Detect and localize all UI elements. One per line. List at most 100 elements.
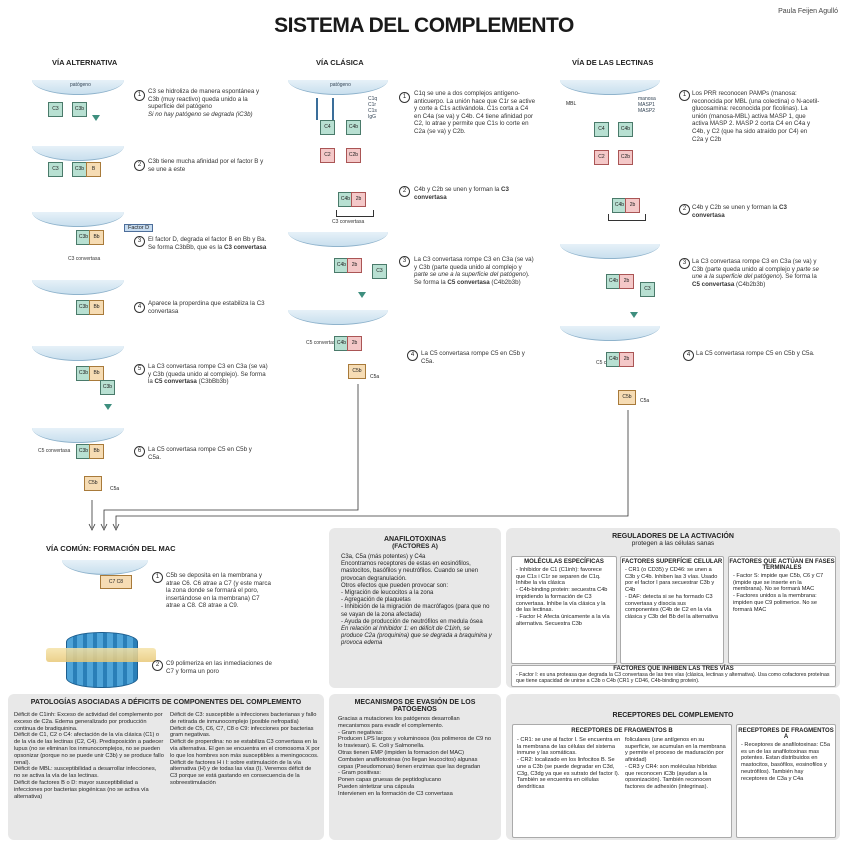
patologias-right: Déficit de C3: susceptible a infecciones… <box>170 712 320 786</box>
alt-c5-complex-c3b: C3b <box>76 444 91 459</box>
alt-membrane-1 <box>32 80 124 95</box>
cla-c2b-molecule: C2b <box>346 148 361 163</box>
cla-heading: VÍA CLÁSICA <box>316 58 364 67</box>
cla-membrane-3 <box>288 310 388 325</box>
cla-step-4-number: 4 <box>407 350 418 361</box>
alt-membrane-2 <box>32 146 124 161</box>
lec-c5b-molecule: C5b <box>618 390 636 405</box>
cla-step-1-text: C1q se une a dos complejos antígeno-anti… <box>414 90 536 135</box>
lec-s3-c2b: 2b <box>619 274 634 289</box>
cla-s3-c3: C3 <box>372 264 387 279</box>
cla-c3-convertasa-bracket <box>336 210 374 217</box>
alt-step-1-text: C3 se hidroliza de manera espontánea y C… <box>148 88 260 118</box>
cla-step-4-text: La C5 convertasa rompe C5 en C5b y C5a. <box>421 350 525 365</box>
lec-legend-masp2: MASP2 <box>638 108 655 114</box>
lec-step-4-text: La C5 convertasa rompe C5 en C5b y C5a. <box>696 350 815 357</box>
cla-step-3-text: La C3 convertasa rompe C3 en C3a (se va)… <box>414 256 534 286</box>
cla-legend-c1q: C1q <box>368 96 378 102</box>
alt-factor-d: Factor D <box>124 224 154 232</box>
receptores-b-left: - CR1: se une al factor I. Se encuentra … <box>517 737 621 790</box>
alt-membrane-6 <box>32 428 124 443</box>
lec-step-3-number: 3 <box>679 258 690 269</box>
lec-c2-molecule: C2 <box>594 150 609 165</box>
mac-heading: VÍA COMÚN: FORMACIÓN DEL MAC <box>46 544 176 553</box>
lec-c5a-label: C5a <box>640 398 650 404</box>
mac-step-2-number: 2 <box>152 660 163 671</box>
cla-c5-convertasa-label: C5 convertasa <box>306 340 339 346</box>
factores-superficie-title: FACTORES SUPERFÍCIE CELULAR <box>621 559 723 565</box>
alt-step-2-number: 2 <box>134 160 145 171</box>
lec-membrane-2 <box>560 244 660 259</box>
moleculas-especificas-title: MOLÉCULAS ESPECÍFICAS <box>524 559 604 565</box>
alt-c5b-molecule: C5b <box>84 476 102 491</box>
alt-step-3-number: 3 <box>134 236 145 247</box>
evasion-text: Gracias a mutaciones los patógenos desar… <box>338 716 492 797</box>
cla-step-1-number: 1 <box>399 92 410 103</box>
cla-legend: C1q C1r C1s IgG <box>368 96 377 120</box>
alt-c5-complex-bb: Bb <box>89 444 104 459</box>
lec-step-2-text: C4b y C2b se unen y forman la C3 convert… <box>692 204 787 219</box>
alt-c3a-fragment-2 <box>104 404 112 410</box>
ana-item-1: - Agregación de plaquetas <box>341 597 411 604</box>
lec-membrane-1 <box>560 80 660 95</box>
fases-terminales-title: FACTORES QUE ACTÚAN EN FASES TERMINALES <box>729 559 835 571</box>
lec-step-2-number: 2 <box>679 204 690 215</box>
cla-pathogen-label: patógeno <box>330 82 351 88</box>
cla-step-2-number: 2 <box>399 186 410 197</box>
lec-c2b-molecule: C2b <box>618 150 633 165</box>
alt-c3-molecule: C3 <box>48 102 63 117</box>
lec-c4b-molecule: C4b <box>618 122 633 137</box>
cla-step-2-text: C4b y C2b se unen y forman la C3 convert… <box>414 186 509 201</box>
alt-step-4-text: Aparece la properdina que estabiliza la … <box>148 300 265 315</box>
cla-c1-complex <box>316 98 334 120</box>
alt-membrane-3 <box>32 212 124 227</box>
cla-c3-convertasa-label: C3 convertasa <box>332 219 365 225</box>
alt-step-1-number: 1 <box>134 90 145 101</box>
cla-legend-c1r: C1r <box>368 102 377 108</box>
receptores-title: RECEPTORES DEL COMPLEMENTO <box>612 712 734 719</box>
lec-legend-masp1: MASP1 <box>638 102 655 108</box>
reguladores-box: REGULADORES DE LA ACTIVACIÓN protegen a … <box>506 528 840 688</box>
receptores-a-title: RECEPTORES DE FRAGMENTOS A <box>738 728 834 740</box>
tres-vias-title: FACTORES QUE INHIBEN LAS TRES VÍAS <box>613 666 734 672</box>
moleculas-especificas-box: MOLÉCULAS ESPECÍFICAS - Inhibidor de C1 … <box>511 556 617 664</box>
reguladores-subtitle: protegen a las células sanas <box>631 540 715 547</box>
ana-p4: En relación al Inhibidor 1: en déficit d… <box>341 626 492 647</box>
lec-step-4-number: 4 <box>683 350 694 361</box>
mac-lipid-bilayer <box>46 648 156 662</box>
alt-c3a-fragment <box>92 115 100 121</box>
cla-c4b-molecule: C4b <box>346 120 361 135</box>
cla-s3-c2b: 2b <box>347 258 362 273</box>
lec-step-1-number: 1 <box>679 90 690 101</box>
cla-c4-molecule: C4 <box>320 120 335 135</box>
alt-membrane-4 <box>32 280 124 295</box>
alt-step-2-text: C3b tiene mucha afinidad por el factor B… <box>148 158 264 173</box>
cla-step-3-number: 3 <box>399 256 410 267</box>
receptores-a-text: - Receptores de anafilotoxinas: C5a es u… <box>741 742 830 782</box>
alt-step-4-number: 4 <box>134 302 145 313</box>
mac-c5b-c9-complex: C7 C8 <box>100 575 132 589</box>
alt-membrane-5 <box>32 346 124 361</box>
alt-step-5-text: La C3 convertasa rompe C3 en C3a (se va)… <box>148 363 268 386</box>
receptores-b-title: RECEPTORES DE FRAGMENTOS B <box>571 728 673 734</box>
mac-membrane <box>62 560 148 575</box>
ana-p3: Otros efectos que pueden provocar son: <box>341 582 449 589</box>
lec-c3conv-c2b: 2b <box>625 198 640 213</box>
cla-membrane-1 <box>288 80 388 95</box>
mac-step-1-text: C5b se deposita en la membrana y atrae C… <box>166 572 271 610</box>
receptores-box: RECEPTORES DEL COMPLEMENTO RECEPTORES DE… <box>506 694 840 840</box>
lec-heading: VÍA DE LAS LECTINAS <box>572 58 654 67</box>
cla-c5a-label: C5a <box>370 374 380 380</box>
cla-c2-molecule: C2 <box>320 148 335 163</box>
reguladores-title: REGULADORES DE LA ACTIVACIÓN <box>612 533 734 540</box>
anafilotoxinas-title: ANAFILOTOXINAS <box>383 536 447 543</box>
alt-c5a-label: C5a <box>110 486 120 492</box>
tres-vias-box: FACTORES QUE INHIBEN LAS TRES VÍAS - Fac… <box>511 665 836 687</box>
alt-heading: VÍA ALTERNATIVA <box>52 58 118 67</box>
lec-s3-c3: C3 <box>640 282 655 297</box>
alt-c5conv-c3b-2: C3b <box>100 380 115 395</box>
factores-superficie-box: FACTORES SUPERFÍCIE CELULAR - CR1 (o CD3… <box>620 556 724 664</box>
cla-membrane-2 <box>288 232 388 247</box>
alt-c5-convertasa-label: C5 convertasa <box>38 448 71 454</box>
alt-step-6-number: 6 <box>134 446 145 457</box>
